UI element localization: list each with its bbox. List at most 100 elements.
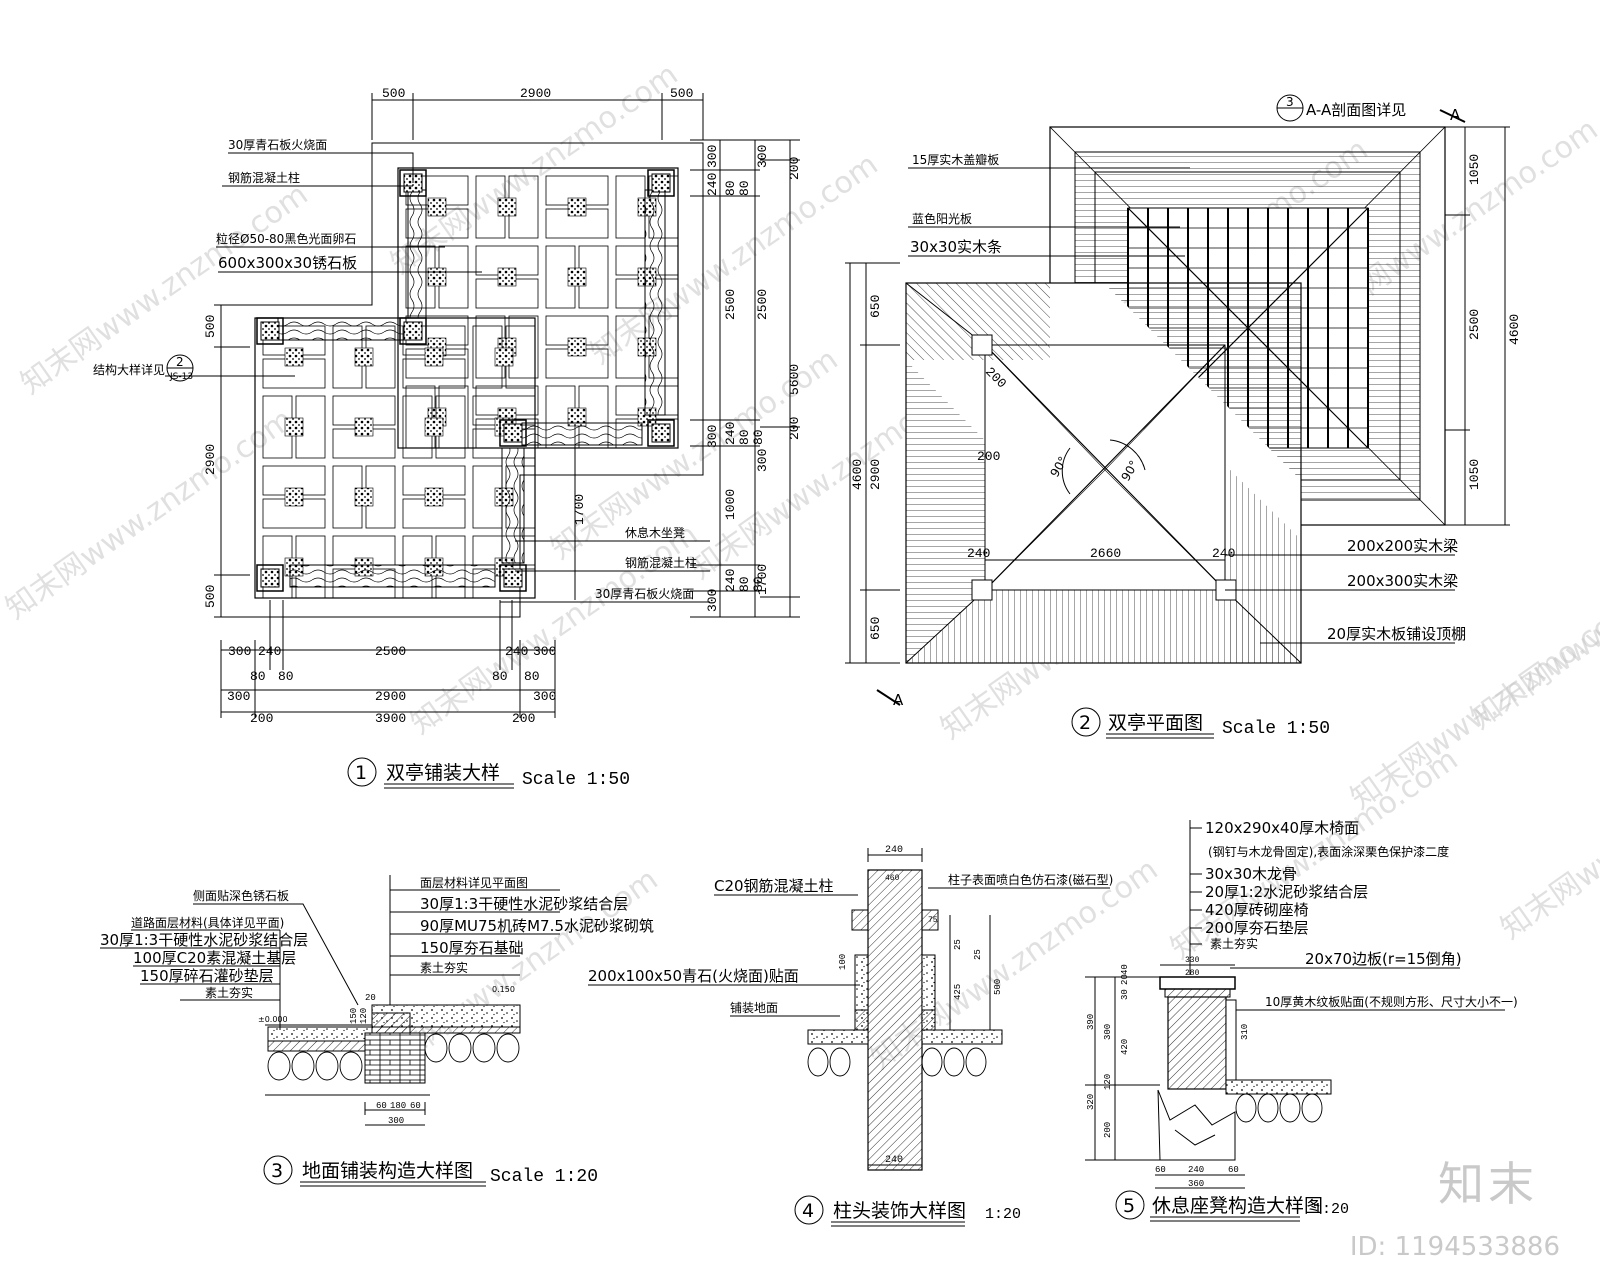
- dim-text: 4600: [1507, 314, 1522, 345]
- figure-5-bench-detail: 390 300 120 320 200 420 30 20 40 330 280…: [1085, 819, 1518, 1222]
- dim-text: 300: [755, 145, 770, 168]
- dim-text: 300: [228, 644, 251, 659]
- pebble-inset: [567, 267, 587, 287]
- dim-text: 2660: [1090, 546, 1121, 561]
- elev: ±0.000: [258, 1015, 288, 1024]
- dim-text: 20: [1120, 974, 1130, 985]
- dim-text: 500: [382, 86, 405, 101]
- dim-text: 320: [1086, 1094, 1096, 1110]
- fig-title: 地面铺装构造大样图: [302, 1160, 473, 1182]
- label: 铺装地面: [730, 1001, 778, 1015]
- dim-text: 300: [705, 425, 720, 448]
- bench-wood: [644, 189, 666, 416]
- label: 20厚1:2水泥砂浆结合层: [1205, 883, 1368, 901]
- dim-text: 390: [1086, 1014, 1096, 1030]
- label: 120x290x40厚木椅面: [1205, 819, 1359, 837]
- dim-text: 180: [390, 1101, 406, 1111]
- rubble-stone: [943, 1047, 965, 1077]
- rubble-stone: [448, 1033, 472, 1063]
- dim-text: 360: [1188, 1179, 1204, 1189]
- dim-text: 330: [1185, 956, 1200, 965]
- bench-wood: [521, 422, 643, 446]
- dimension-bottom: 300 240 2500 240 300 80 80 80 80 300 290…: [220, 600, 556, 726]
- dim-text: 240: [1188, 1165, 1204, 1175]
- label-bench: 休息木坐凳: [625, 525, 685, 540]
- fig-num: 3: [271, 1160, 283, 1182]
- dim-text: 80: [723, 180, 738, 196]
- bench-wood: [289, 564, 496, 588]
- rubble-bed: [807, 1047, 987, 1077]
- pebble-inset: [354, 487, 374, 507]
- dim-text: 240: [885, 1155, 903, 1166]
- figure-1-title: 1 双亭铺装大样 Scale 1:50: [347, 757, 630, 790]
- pebble-inset: [567, 197, 587, 217]
- leader-labels-right: 面层材料详见平面图 30厚1:3干硬性水泥砂浆结合层 90厚MU75机砖M7.5…: [390, 875, 654, 976]
- dim-text: 500: [670, 86, 693, 101]
- dim-text: 60: [410, 1101, 421, 1111]
- rubble-stone: [472, 1033, 496, 1063]
- dim-text: 1050: [1467, 459, 1482, 490]
- dim-text: 2900: [868, 459, 883, 490]
- rubble-stone: [339, 1051, 363, 1081]
- dim-text: 420: [1120, 1039, 1130, 1055]
- fig-num: 4: [802, 1200, 814, 1222]
- dim-text: 300: [227, 689, 250, 704]
- label-stone-slab-2: 30厚青石板火烧面: [595, 587, 694, 601]
- figure-4-title: 4 柱头装饰大样图 1:20: [794, 1195, 1021, 1227]
- dim-text: 80: [751, 429, 766, 445]
- pebble-inset: [424, 487, 444, 507]
- dim-text: 650: [868, 295, 883, 318]
- dimension-left: 650 2900 650 4600: [845, 262, 900, 664]
- dim-text: 500: [203, 315, 218, 338]
- leader-labels: 120x290x40厚木椅面 (钢钉与木龙骨固定),表面涂深栗色保护漆二度 30…: [1190, 819, 1518, 1011]
- pebble-inset: [427, 267, 447, 287]
- fig-title: 柱头装饰大样图: [833, 1200, 966, 1222]
- ref-num: 2: [176, 355, 184, 369]
- label: 420厚砖砌座椅: [1205, 901, 1309, 919]
- fig-title: 双亭平面图: [1108, 712, 1203, 734]
- dim-text: 240: [723, 569, 738, 592]
- dim-text: 5600: [787, 364, 802, 395]
- rubble-stone: [807, 1047, 829, 1077]
- dim-text: 2500: [375, 644, 406, 659]
- dim-text: 60: [376, 1101, 387, 1111]
- dim-text: 120: [1103, 1074, 1113, 1090]
- fig-num: 2: [1079, 712, 1091, 734]
- rubble-stone: [1257, 1093, 1279, 1123]
- pebble-inset: [497, 267, 517, 287]
- rubble-stone: [1235, 1093, 1257, 1123]
- dim-text: 80: [492, 669, 508, 684]
- leader-labels-left: 侧面贴深色锈石板 道路面层材料(具体详见平面) 30厚1:3干硬性水泥砂浆结合层…: [100, 889, 359, 1030]
- pebble-inset: [354, 417, 374, 437]
- rubble-bed: [1235, 1093, 1323, 1123]
- fig-title: 休息座凳构造大样图: [1152, 1195, 1323, 1217]
- dimension-left: 500 2900 500: [203, 304, 250, 618]
- columns: [256, 169, 675, 592]
- dim-text: 2500: [755, 289, 770, 320]
- dim-text: 310: [1240, 1024, 1250, 1040]
- label: C20钢筋混凝土柱: [714, 877, 834, 895]
- label: 150厚碎石灌砂垫层: [140, 967, 274, 985]
- label: 素土夯实: [1210, 936, 1258, 951]
- label-structure-ref: 结构大样详见: [93, 362, 165, 377]
- dim-text: 650: [868, 617, 883, 640]
- fig-title: 双亭铺装大样: [386, 762, 500, 784]
- dim-text: 300: [533, 644, 556, 659]
- dim-text: 1050: [1467, 154, 1482, 185]
- dim-text: 2900: [375, 689, 406, 704]
- label: 道路面层材料(具体详见平面): [131, 915, 284, 930]
- label: 30厚1:3干硬性水泥砂浆结合层: [420, 895, 628, 913]
- label: 面层材料详见平面图: [420, 875, 528, 890]
- rubble-stone: [496, 1033, 520, 1063]
- dim-text: 2500: [1467, 309, 1482, 340]
- rubble-stone: [829, 1047, 851, 1077]
- dim-text: 2900: [203, 444, 218, 475]
- label-rc-column-2: 钢筋混凝土柱: [625, 555, 697, 570]
- pebble-inset: [354, 347, 374, 367]
- dim-text: 20: [365, 993, 376, 1003]
- dim-text: 3900: [375, 711, 406, 726]
- bench-wood: [407, 189, 427, 319]
- label: 20厚实木板铺设顶棚: [1327, 625, 1466, 643]
- section-ref-text: A-A剖面图详见: [1306, 101, 1406, 119]
- dim-text: 300: [1103, 1024, 1113, 1040]
